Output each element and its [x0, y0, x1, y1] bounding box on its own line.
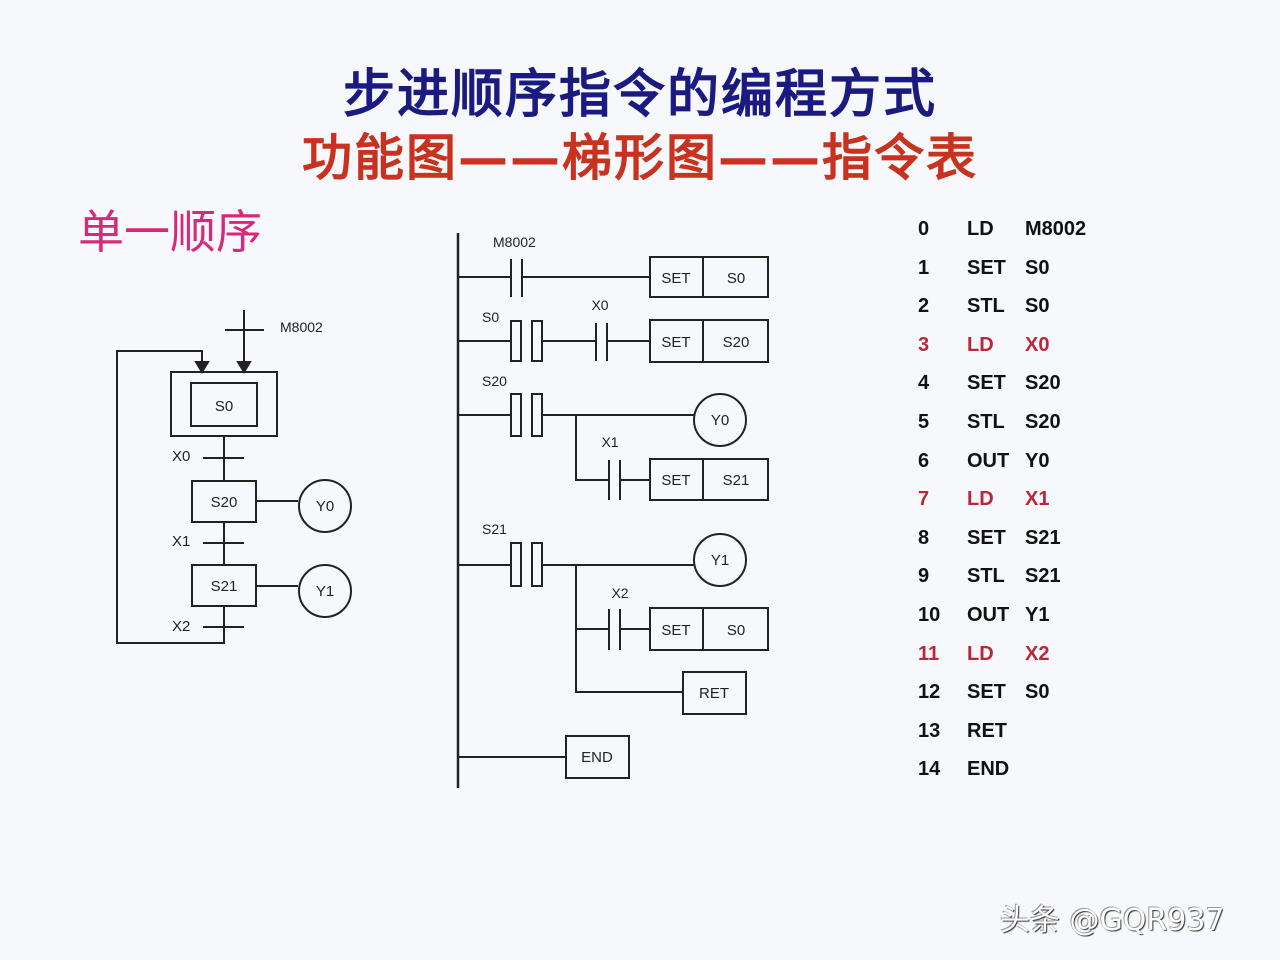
opcode: SET — [967, 256, 1006, 279]
operand: S21 — [1025, 565, 1061, 588]
operand-label: S0 — [727, 270, 745, 287]
stl-contact-icon — [510, 542, 522, 587]
operand: S0 — [1025, 256, 1050, 279]
opcode: LD — [967, 642, 994, 665]
watermark: 头条 @GQR937 — [1000, 903, 1225, 938]
ladder-rung: M8002 — [493, 234, 536, 250]
end-box — [565, 735, 630, 779]
step-number: 7 — [918, 488, 930, 511]
end-label: END — [581, 749, 613, 766]
sfc-output-label: Y0 — [316, 498, 334, 515]
opcode: STL — [967, 565, 1005, 588]
operand-label: S0 — [727, 622, 745, 639]
set-box — [649, 319, 769, 363]
step-number: 1 — [918, 256, 930, 279]
operand-label: S21 — [723, 472, 750, 489]
sfc-chart: M8002 S0 X0 S20 Y0 X1 S21 Y1 X2 — [116, 310, 352, 644]
sfc-output-y1 — [298, 564, 352, 618]
set-box — [649, 256, 769, 298]
coil-label: Y1 — [711, 552, 729, 569]
contact-label: X0 — [591, 297, 608, 313]
stl-label: S0 — [482, 309, 499, 325]
operand: S20 — [1025, 410, 1061, 433]
opcode: STL — [967, 295, 1005, 318]
stl-label: S21 — [482, 521, 507, 537]
step-number: 0 — [918, 218, 930, 240]
operand: S0 — [1025, 681, 1050, 704]
opcode: END — [967, 758, 1010, 781]
sfc-step-label: S21 — [211, 578, 238, 595]
sfc-initial-step-inner — [190, 382, 258, 427]
operand: X0 — [1025, 333, 1050, 356]
sfc-output-y0 — [298, 479, 352, 533]
sfc-transition-label: X1 — [172, 533, 190, 550]
opcode: SET — [967, 681, 1006, 704]
operand: X2 — [1025, 642, 1050, 665]
step-number: 11 — [918, 642, 940, 665]
step-number: 12 — [918, 681, 941, 704]
step-number: 3 — [918, 333, 930, 356]
opcode: OUT — [967, 603, 1010, 626]
main-title: 步进顺序指令的编程方式 — [342, 65, 937, 125]
sfc-transition-label: X0 — [172, 448, 190, 465]
operand: X1 — [1025, 488, 1050, 511]
set-box — [649, 458, 769, 501]
instr-label: SET — [661, 334, 690, 351]
step-number: 6 — [918, 449, 930, 472]
opcode: SET — [967, 372, 1006, 395]
opcode: STL — [967, 410, 1005, 433]
opcode: SET — [967, 526, 1006, 549]
operand: S0 — [1025, 295, 1050, 318]
step-number: 8 — [918, 526, 930, 549]
sfc-transition-label: X2 — [172, 618, 190, 635]
instr-label: SET — [661, 622, 690, 639]
opcode: LD — [967, 333, 994, 356]
contact-label: X2 — [611, 585, 628, 601]
sfc-output-label: Y1 — [316, 583, 334, 600]
opcode: LD — [967, 218, 994, 240]
operand: S21 — [1025, 526, 1061, 549]
step-number: 5 — [918, 410, 930, 433]
operand: Y0 — [1025, 449, 1050, 472]
sfc-arrow-icon — [236, 361, 252, 374]
stl-contact-icon — [510, 393, 522, 437]
coil-label: Y0 — [711, 412, 729, 429]
ret-box — [682, 671, 747, 715]
subtitle-line: 功能图——梯形图——指令表 — [302, 129, 978, 187]
opcode: OUT — [967, 449, 1010, 472]
contact-label: M8002 — [493, 234, 536, 250]
set-box — [649, 607, 769, 651]
operand-label: S20 — [723, 334, 750, 351]
coil-icon — [693, 393, 747, 447]
step-number: 9 — [918, 565, 930, 588]
step-number: 10 — [918, 603, 941, 626]
coil-icon — [693, 533, 747, 587]
sfc-loop-line — [116, 350, 225, 644]
operand: S20 — [1025, 372, 1061, 395]
instr-label: SET — [661, 270, 690, 287]
ladder-diagram: M8002 SET S0 S0 X0 SET S20 S20 Y0 — [456, 233, 769, 788]
opcode: LD — [967, 488, 994, 511]
operand: Y1 — [1025, 603, 1050, 626]
stl-label: S20 — [482, 373, 507, 389]
ret-label: RET — [699, 685, 729, 702]
sfc-arrow-icon — [194, 361, 210, 374]
operand: M8002 — [1025, 218, 1087, 240]
step-number: 2 — [918, 295, 930, 318]
sfc-init-label: M8002 — [280, 319, 323, 335]
step-number: 13 — [918, 719, 941, 742]
step-number: 4 — [918, 372, 930, 395]
instr-label: SET — [661, 472, 690, 489]
section-label: 单一顺序 — [78, 205, 262, 259]
contact-label: X1 — [601, 434, 618, 450]
sfc-step-label: S0 — [215, 398, 233, 415]
step-number: 14 — [918, 758, 941, 781]
opcode: RET — [967, 719, 1007, 742]
sfc-step-label: S20 — [211, 494, 238, 511]
stl-contact-icon — [510, 320, 522, 362]
